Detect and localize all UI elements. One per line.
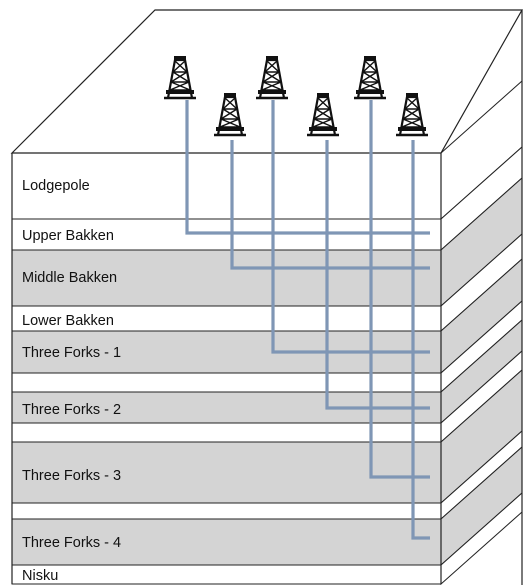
layer-label-middle-bakken: Middle Bakken (22, 270, 117, 286)
side-face (440, 79, 523, 585)
rig-floor (356, 90, 384, 94)
layer-label-three-forks-2: Three Forks - 2 (22, 402, 121, 418)
layer-label-lower-bakken: Lower Bakken (22, 313, 114, 329)
front-face (11, 152, 442, 585)
well-path-3 (271, 100, 430, 354)
drilling-rig-icon (214, 93, 246, 137)
rig-floor (309, 127, 337, 131)
layer-band-gap-1 (11, 372, 442, 393)
rig-crown (406, 93, 418, 98)
rig-crown (266, 56, 278, 61)
layer-labels: Lodgepole Upper Bakken Middle Bakken Low… (22, 178, 121, 584)
rig-floor (216, 127, 244, 131)
rig-crown (317, 93, 329, 98)
well-path-4 (325, 140, 430, 410)
rig-floor (258, 90, 286, 94)
rig-crown (224, 93, 236, 98)
layer-label-three-forks-1: Three Forks - 1 (22, 345, 121, 361)
rig-floor (166, 90, 194, 94)
layer-label-lodgepole: Lodgepole (22, 178, 90, 194)
drilling-rig-icon (307, 93, 339, 137)
layer-band-gap-2 (11, 422, 442, 443)
drilling-rigs (164, 56, 428, 137)
drilling-rig-icon (396, 93, 428, 137)
drilling-rig-icon (354, 56, 386, 100)
drilling-rig-icon (164, 56, 196, 100)
layer-band-gap-3 (11, 502, 442, 520)
rig-floor (398, 127, 426, 131)
well-path-1 (185, 100, 430, 235)
drilling-rig-icon (256, 56, 288, 100)
well-path-2 (230, 140, 430, 270)
layer-label-upper-bakken: Upper Bakken (22, 228, 114, 244)
well-path-5 (369, 100, 430, 479)
layer-label-three-forks-3: Three Forks - 3 (22, 468, 121, 484)
rig-crown (364, 56, 376, 61)
well-paths (185, 100, 430, 540)
layer-band-nisku (11, 564, 442, 585)
layer-label-nisku: Nisku (22, 568, 58, 584)
well-path-6 (411, 140, 430, 540)
rig-crown (174, 56, 186, 61)
layer-label-three-forks-4: Three Forks - 4 (22, 535, 121, 551)
